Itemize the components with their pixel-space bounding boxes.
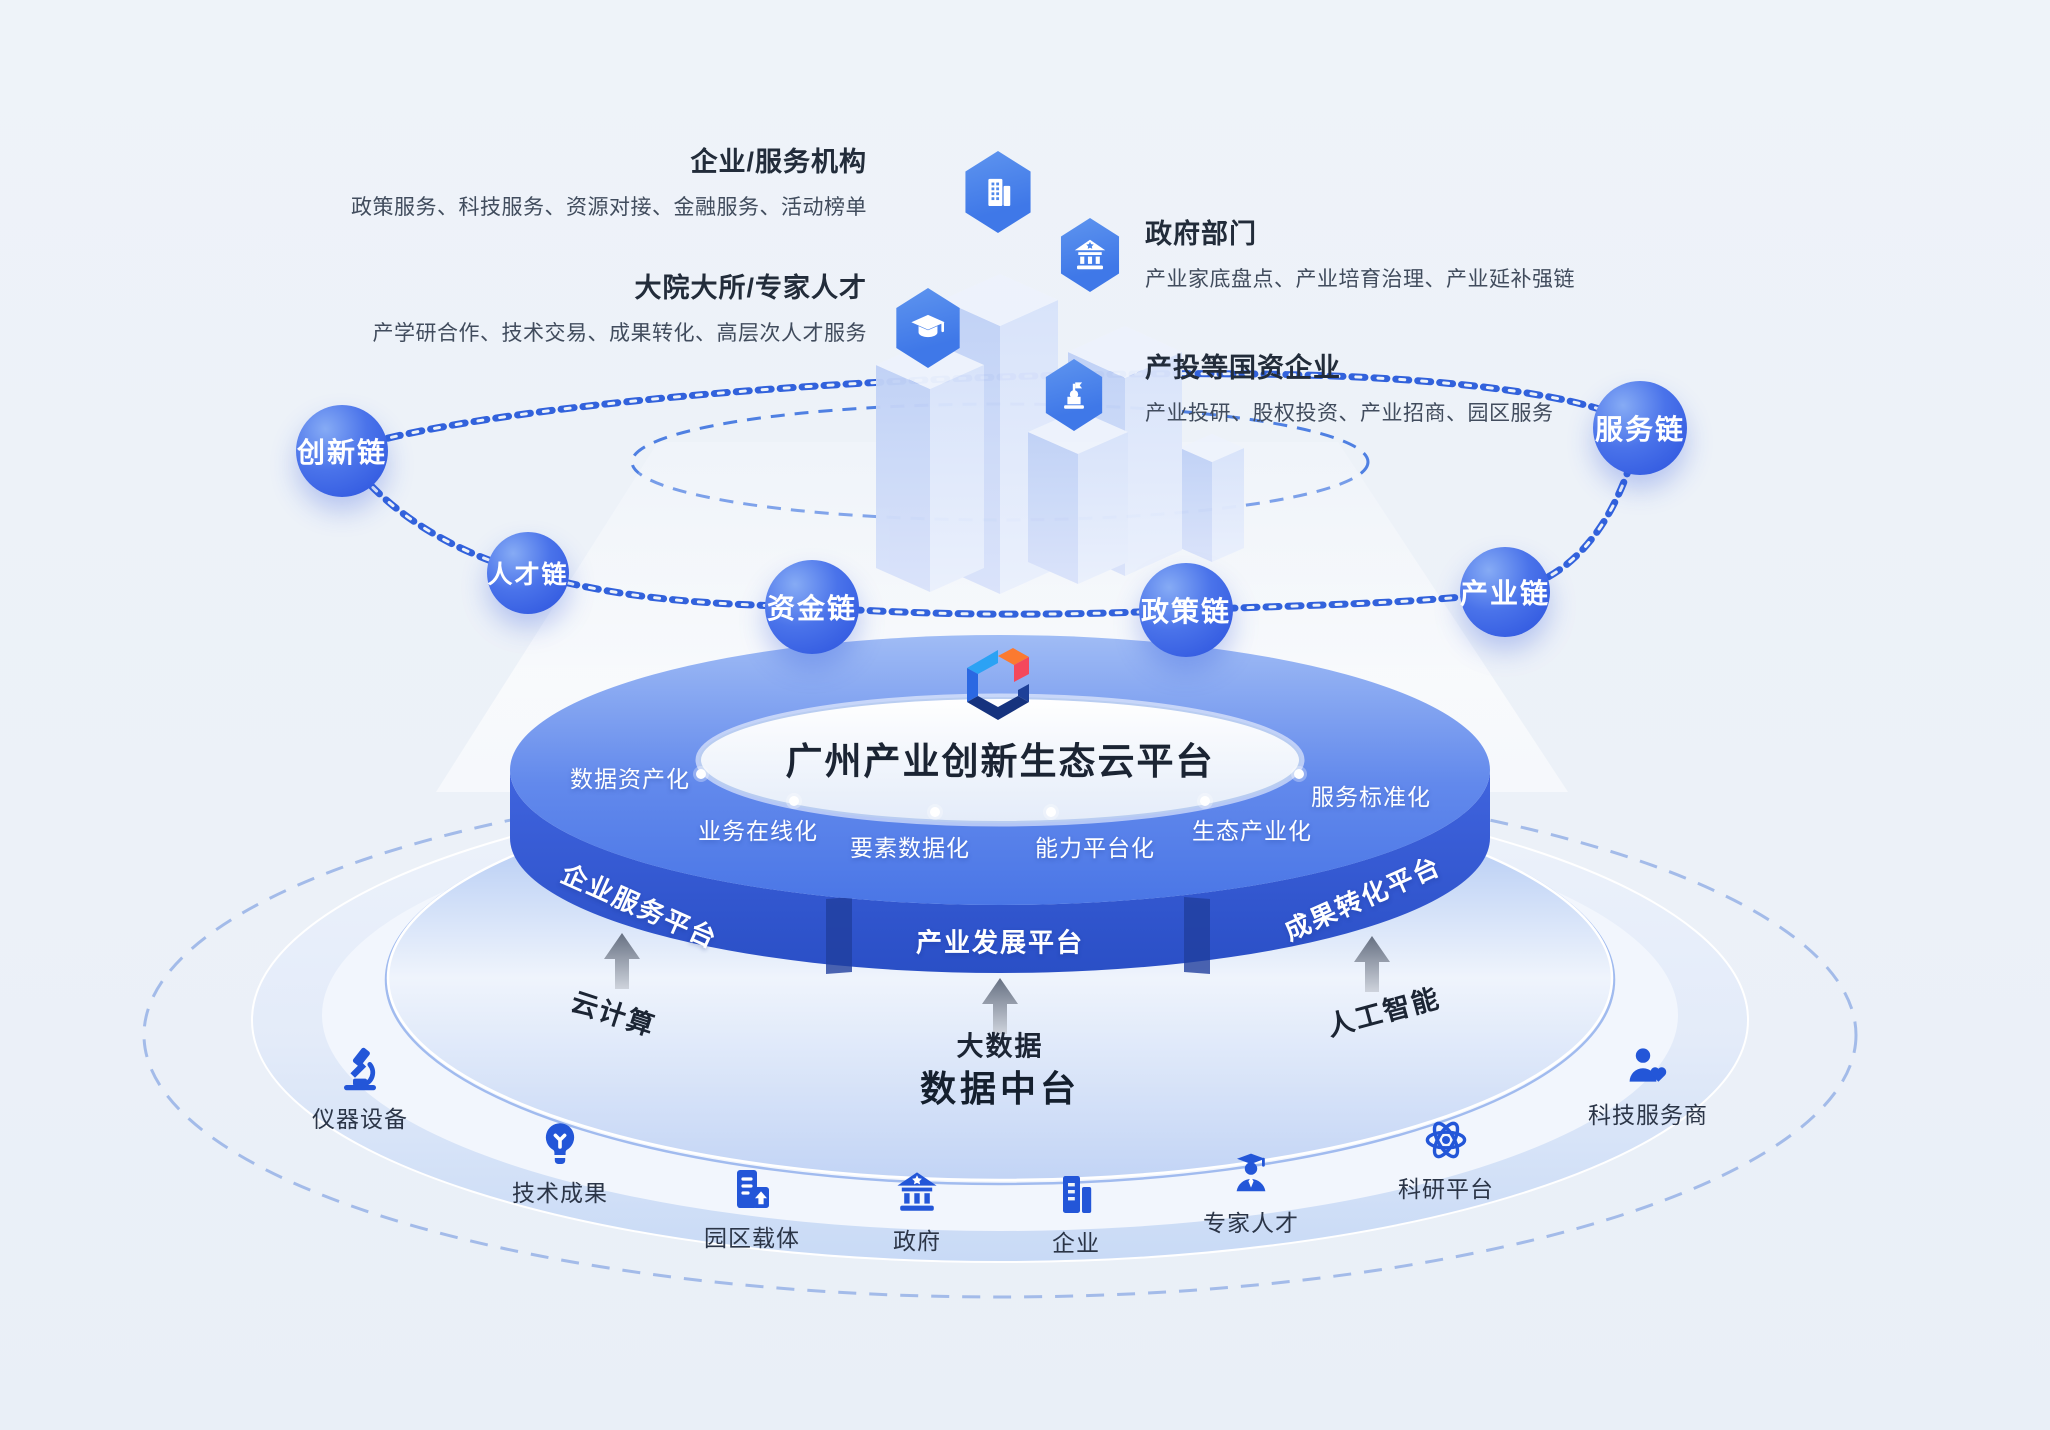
service-provider-icon	[1629, 1048, 1667, 1082]
hex-badge-enterprise	[965, 151, 1031, 233]
cluster-desc: 产业家底盘点、产业培育治理、产业延补强链	[1145, 268, 1575, 291]
cluster-government: 政府部门 产业家底盘点、产业培育治理、产业延补强链	[1145, 212, 1575, 293]
enterprise-icon	[1063, 1176, 1092, 1213]
atom-icon	[1425, 1121, 1467, 1159]
data-middle-platform-label: 数据中台	[919, 1068, 1081, 1109]
chain-node-capital: 资金链	[765, 560, 859, 654]
resource-label: 技术成果	[512, 1180, 608, 1206]
towers	[876, 274, 1244, 594]
resource-park-carrier: 园区载体	[704, 1165, 800, 1253]
chain-node-industry: 产业链	[1460, 547, 1550, 637]
cube-logo	[963, 646, 1033, 729]
resource-label: 企业	[1052, 1230, 1100, 1256]
expert-icon	[1236, 1153, 1266, 1192]
resource-label: 政府	[893, 1228, 941, 1254]
building-icon	[988, 178, 1011, 206]
rim-dot	[1294, 769, 1304, 779]
resource-label: 科技服务商	[1588, 1102, 1708, 1128]
platform-segment-label: 产业发展平台	[915, 927, 1085, 958]
chain-node-innovation: 创新链	[296, 405, 388, 497]
platform-title: 广州产业创新生态云平台	[785, 741, 1215, 782]
capability-label: 业务在线化	[698, 818, 818, 844]
hex-badge-experts	[896, 288, 960, 368]
hex-badge-government	[1060, 218, 1120, 292]
cluster-title: 产投等国资企业	[1145, 353, 1341, 383]
chain-node-talent: 人才链	[487, 532, 569, 614]
resource-enterprise: 企业	[1052, 1170, 1100, 1258]
rim-dot	[1046, 807, 1056, 817]
chain-node-label: 创新链	[296, 437, 387, 468]
resource-label: 专家人才	[1203, 1210, 1299, 1236]
resource-label: 科研平台	[1398, 1176, 1494, 1202]
resource-experts: 专家人才	[1203, 1150, 1299, 1238]
cluster-title: 企业/服务机构	[690, 147, 867, 177]
resource-research-platform: 科研平台	[1398, 1116, 1494, 1204]
core-disc	[510, 635, 1490, 974]
cluster-desc: 产业投研、股权投资、产业招商、园区服务	[1145, 402, 1554, 425]
rim-dot	[1200, 796, 1210, 806]
bank-star-icon	[1074, 239, 1106, 270]
capability-label: 数据资产化	[570, 766, 690, 792]
hex-badge-investors	[1045, 359, 1103, 431]
resource-tech-achievements: 技术成果	[512, 1120, 608, 1208]
microscope-icon	[344, 1047, 376, 1091]
chain-node-service: 服务链	[1593, 381, 1687, 475]
segment-divider-right	[1184, 897, 1210, 974]
segment-divider-left	[826, 897, 852, 974]
rim-dot	[789, 796, 799, 806]
chain-node-policy: 政策链	[1139, 563, 1233, 657]
capability-label: 要素数据化	[850, 835, 970, 861]
chain-node-label: 产业链	[1460, 578, 1551, 609]
chain-node-label: 资金链	[766, 593, 857, 624]
rim-dot	[930, 807, 940, 817]
graduation-cap-icon	[911, 314, 945, 338]
resource-label: 仪器设备	[312, 1106, 408, 1132]
chain-node-label: 政策链	[1140, 596, 1231, 627]
capability-label: 服务标准化	[1311, 784, 1431, 810]
cluster-enterprise-service: 企业/服务机构 政策服务、科技服务、资源对接、金融服务、活动榜单	[351, 140, 867, 221]
government-icon	[897, 1172, 937, 1211]
cluster-institutes-experts: 大院大所/专家人才 产学研合作、技术交易、成果转化、高层次人才服务	[373, 266, 868, 347]
capability-label: 生态产业化	[1192, 818, 1312, 844]
rim-dot	[696, 769, 706, 779]
cluster-desc: 政策服务、科技服务、资源对接、金融服务、活动榜单	[351, 196, 867, 219]
lightbulb-icon	[545, 1123, 575, 1164]
resource-instruments: 仪器设备	[312, 1046, 408, 1134]
cluster-state-investors: 产投等国资企业 产业投研、股权投资、产业招商、园区服务	[1145, 346, 1554, 427]
capability-label: 能力平台化	[1035, 835, 1155, 861]
cluster-desc: 产学研合作、技术交易、成果转化、高层次人才服务	[372, 322, 867, 345]
chain-node-label: 人才链	[487, 561, 569, 589]
castle-flag-icon	[1064, 382, 1084, 409]
resource-label: 园区载体	[704, 1225, 800, 1251]
tech-label-bigdata: 大数据	[956, 1031, 1044, 1062]
chain-node-label: 服务链	[1594, 414, 1685, 445]
cluster-title: 政府部门	[1145, 219, 1257, 249]
park-carrier-icon	[737, 1170, 769, 1208]
resource-service-provider: 科技服务商	[1588, 1042, 1708, 1130]
resource-government: 政府	[893, 1168, 941, 1256]
tech-arrows	[604, 933, 1390, 1034]
cluster-title: 大院大所/专家人才	[634, 273, 867, 303]
